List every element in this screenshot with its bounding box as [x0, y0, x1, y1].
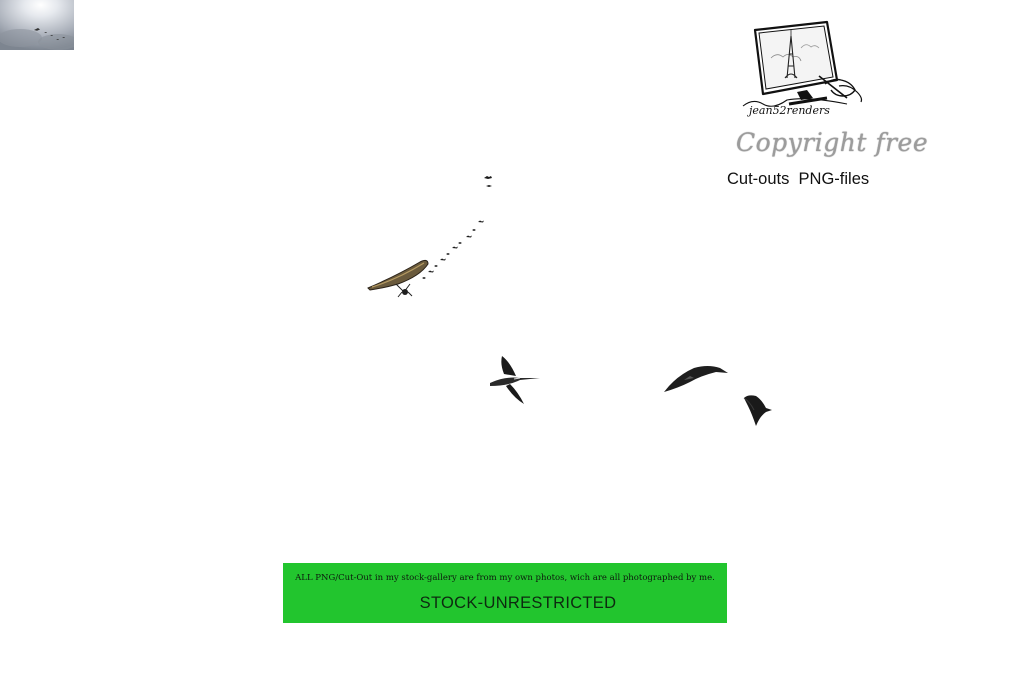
- bird-flock-image: [422, 176, 492, 279]
- flying-stork-image: [490, 356, 540, 404]
- hang-glider-image: [367, 259, 429, 298]
- cutouts-png-files-label: Cut-outs PNG-files: [727, 170, 870, 188]
- stock-banner: ALL PNG/Cut-Out in my stock-gallery are …: [283, 563, 727, 623]
- sky-thumbnail-image[interactable]: [0, 0, 74, 50]
- banner-title: STOCK-UNRESTRICTED: [419, 594, 617, 612]
- monitor-eiffel-tower-logo: jean52renders: [742, 20, 863, 117]
- flying-stork-image: [664, 366, 728, 392]
- banner-note: ALL PNG/Cut-Out in my stock-gallery are …: [295, 573, 715, 583]
- flying-stork-image: [743, 395, 772, 426]
- logo-signature: jean52renders: [746, 104, 830, 117]
